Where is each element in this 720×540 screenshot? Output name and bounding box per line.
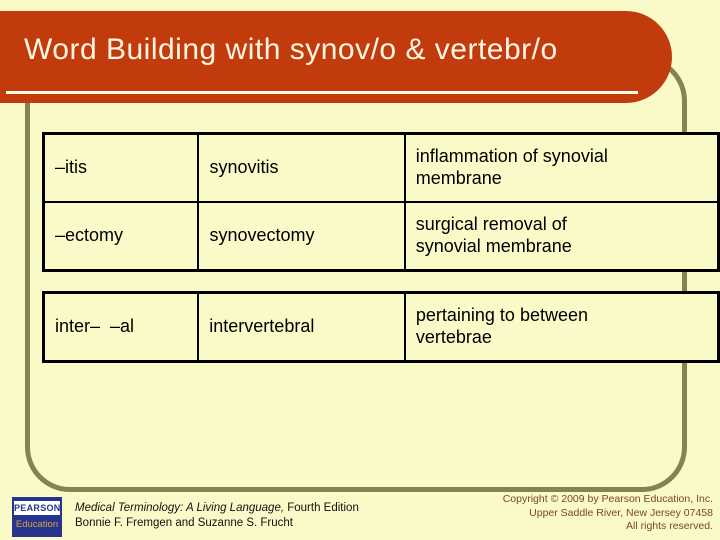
definition-text: inflammation of synovial membrane — [415, 146, 608, 188]
pearson-education-logo: PEARSON Education — [12, 497, 62, 537]
citation-book-title: Medical Terminology: A Living Language, — [75, 502, 285, 514]
definition-cell: pertaining to between vertebrae — [403, 291, 720, 363]
slide-title: Word Building with synov/o & vertebr/o — [24, 33, 558, 66]
definition-cell: inflammation of synovial membrane — [403, 132, 720, 203]
definition-text: surgical removal of synovial membrane — [415, 214, 572, 256]
medical-term-cell: synovectomy — [197, 201, 406, 272]
title-banner: Word Building with synov/o & vertebr/o — [0, 11, 672, 103]
word-part-cell: –itis — [42, 132, 200, 203]
copyright-notice: Copyright © 2009 by Pearson Education, I… — [503, 493, 713, 534]
citation-edition: Fourth Edition — [284, 502, 359, 514]
book-citation: Medical Terminology: A Living Language, … — [75, 501, 359, 531]
definition-cell: surgical removal of synovial membrane — [403, 201, 720, 272]
word-building-table-vertebro: inter– –al intervertebral pertaining to … — [42, 291, 720, 363]
table-row-itis: –itis synovitis inflammation of synovial… — [42, 132, 720, 203]
citation-authors: Bonnie F. Fremgen and Suzanne S. Frucht — [75, 517, 293, 529]
word-part-cell: –ectomy — [42, 201, 200, 272]
table-row-ectomy: –ectomy synovectomy surgical removal of … — [42, 201, 720, 272]
medical-term-cell: intervertebral — [197, 291, 406, 363]
word-building-table-synovo: –itis synovitis inflammation of synovial… — [42, 132, 720, 272]
definition-text: pertaining to between vertebrae — [415, 305, 588, 347]
medical-term-cell: synovitis — [197, 132, 406, 203]
word-part-cell: inter– –al — [42, 291, 200, 363]
pearson-logo-wordmark: PEARSON — [14, 501, 61, 515]
content-frame-border — [25, 56, 687, 492]
copyright-line2: Upper Saddle River, New Jersey 07458 — [529, 506, 713, 519]
table-row-inter-al: inter– –al intervertebral pertaining to … — [42, 291, 720, 363]
pearson-logo-education-label: Education — [15, 519, 59, 530]
copyright-line3: All rights reserved. — [626, 520, 713, 532]
title-underline — [6, 91, 638, 94]
copyright-line1: Copyright © 2009 by Pearson Education, I… — [502, 493, 713, 505]
